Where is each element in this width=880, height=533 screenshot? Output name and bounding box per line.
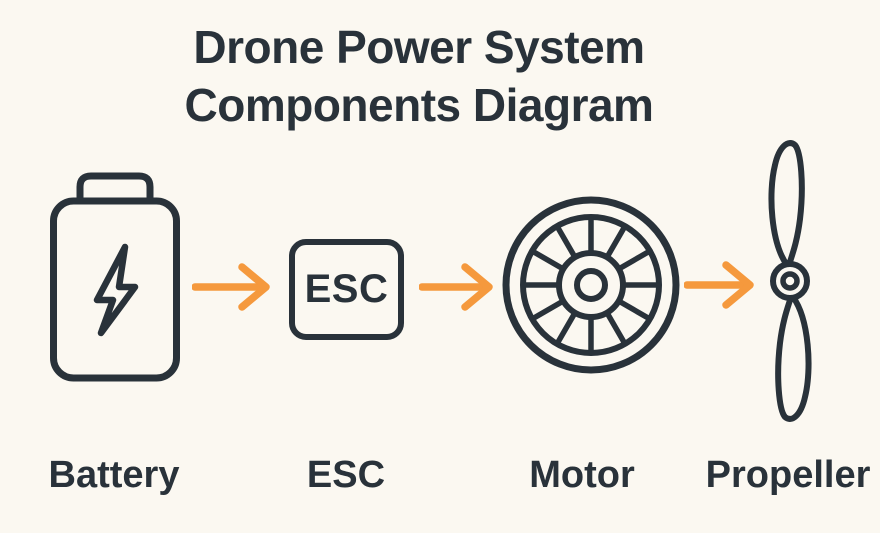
node-label-esc: ESC [306, 454, 386, 496]
battery-bolt-icon [50, 172, 180, 382]
esc-node-box: ESC [289, 239, 404, 340]
arrow-right-icon [419, 263, 493, 311]
node-label-motor: Motor [529, 454, 635, 496]
page-title: Drone Power System Components Diagram [0, 18, 838, 134]
node-label-battery: Battery [48, 454, 180, 496]
motor-wheel-icon [501, 195, 681, 375]
esc-box-label: ESC [304, 267, 389, 311]
title-line-2: Components Diagram [184, 79, 654, 131]
propeller-icon [755, 135, 825, 427]
arrow-right-icon [192, 263, 270, 311]
arrow-right-icon [684, 261, 754, 309]
node-label-propeller: Propeller [705, 454, 871, 496]
title-line-1: Drone Power System [193, 21, 645, 73]
